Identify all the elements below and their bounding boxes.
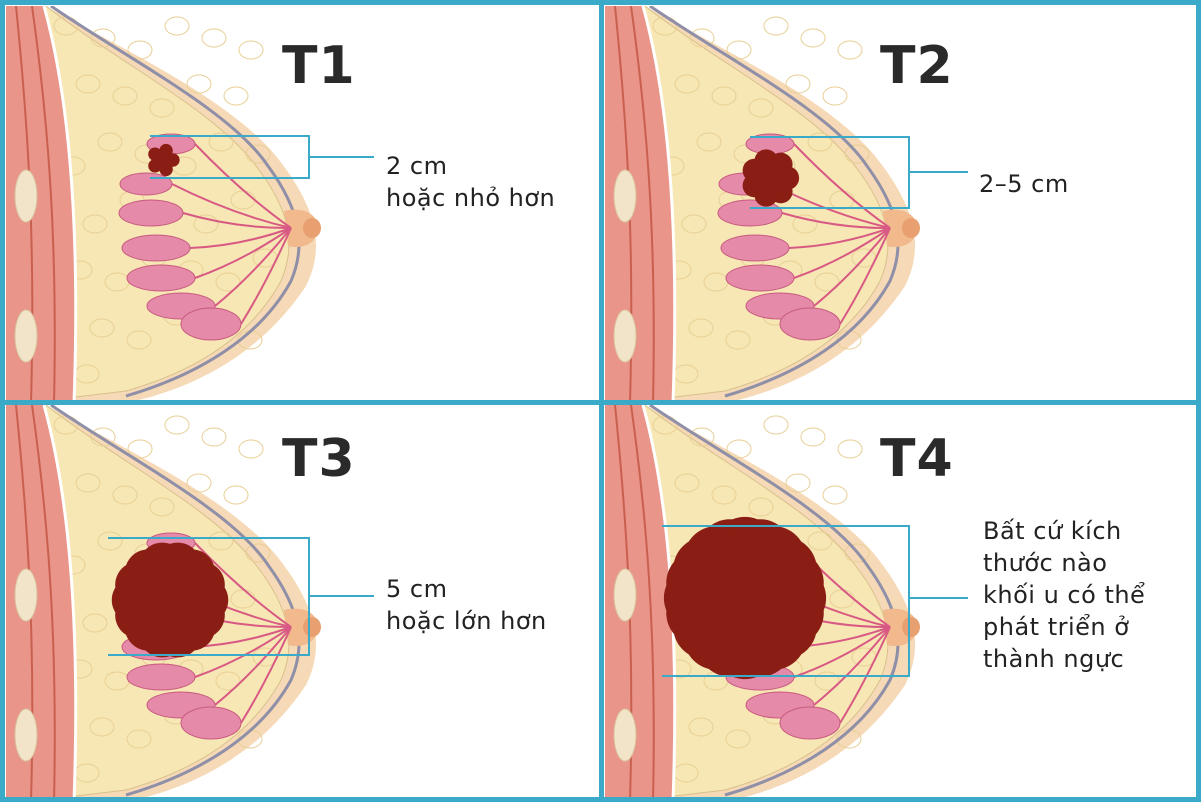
caption-line: 2–5 cm (979, 168, 1069, 200)
nipple-tip (303, 617, 321, 637)
fat-cell (823, 87, 847, 105)
rib (15, 709, 37, 761)
fat-cell (165, 17, 189, 35)
caption-line: hoặc nhỏ hơn (386, 182, 555, 214)
stage-caption: 2 cm hoặc nhỏ hơn (386, 150, 555, 214)
caption-line: 5 cm (386, 573, 547, 605)
lobule (721, 235, 789, 261)
rib (15, 569, 37, 621)
lobule (127, 664, 195, 690)
fat-cell (239, 41, 263, 59)
fat-cell (786, 75, 810, 93)
lobule (780, 707, 840, 739)
fat-cell (823, 486, 847, 504)
rib (614, 310, 636, 362)
nipple-tip (303, 218, 321, 238)
caption-line: khối u có thể (983, 579, 1145, 611)
fat-cell (838, 41, 862, 59)
lobule (726, 265, 794, 291)
rib (614, 170, 636, 222)
stage-title: T1 (282, 40, 356, 92)
lobule (127, 265, 195, 291)
caption-line: 2 cm (386, 150, 555, 182)
nipple-tip (902, 218, 920, 238)
fat-cell (187, 474, 211, 492)
caption-line: hoặc lớn hơn (386, 605, 547, 637)
lobule (780, 308, 840, 340)
panel-t2: T2 2–5 cm (605, 6, 1201, 403)
fat-cell (239, 440, 263, 458)
fat-cell (202, 428, 226, 446)
fat-cell (187, 75, 211, 93)
tumor (690, 543, 799, 652)
panel-t4: T4 Bất cứ kích thước nào khối u có thể p… (605, 405, 1201, 802)
fat-cell (838, 440, 862, 458)
tumor (152, 149, 174, 171)
caption-line: thước nào (983, 547, 1145, 579)
fat-cell (801, 428, 825, 446)
panel-t3: T3 5 cm hoặc lớn hơn (6, 405, 602, 802)
caption-line: Bất cứ kích (983, 515, 1145, 547)
caption-line: phát triển ở (983, 611, 1145, 643)
tumor (131, 561, 209, 639)
lobule (122, 235, 190, 261)
stage-title: T2 (880, 40, 954, 92)
nipple-tip (902, 617, 920, 637)
panel-t1: T1 2 cm hoặc nhỏ hơn (6, 6, 602, 403)
rib (614, 569, 636, 621)
fat-cell (764, 416, 788, 434)
stage-caption: 2–5 cm (979, 168, 1069, 200)
fat-cell (224, 486, 248, 504)
rib (614, 709, 636, 761)
lobule (119, 200, 183, 226)
stage-title: T3 (282, 433, 356, 485)
fat-cell (202, 29, 226, 47)
tumor (750, 158, 789, 197)
fat-cell (764, 17, 788, 35)
fat-cell (786, 474, 810, 492)
stage-caption: 5 cm hoặc lớn hơn (386, 573, 547, 637)
stage-caption: Bất cứ kích thước nào khối u có thể phát… (983, 515, 1145, 675)
fat-cell (165, 416, 189, 434)
stage-title: T4 (880, 433, 954, 485)
lobule (181, 707, 241, 739)
lobule (181, 308, 241, 340)
fat-cell (801, 29, 825, 47)
rib (15, 310, 37, 362)
lobule (120, 173, 172, 195)
rib (15, 170, 37, 222)
fat-cell (224, 87, 248, 105)
caption-line: thành ngực (983, 643, 1145, 675)
